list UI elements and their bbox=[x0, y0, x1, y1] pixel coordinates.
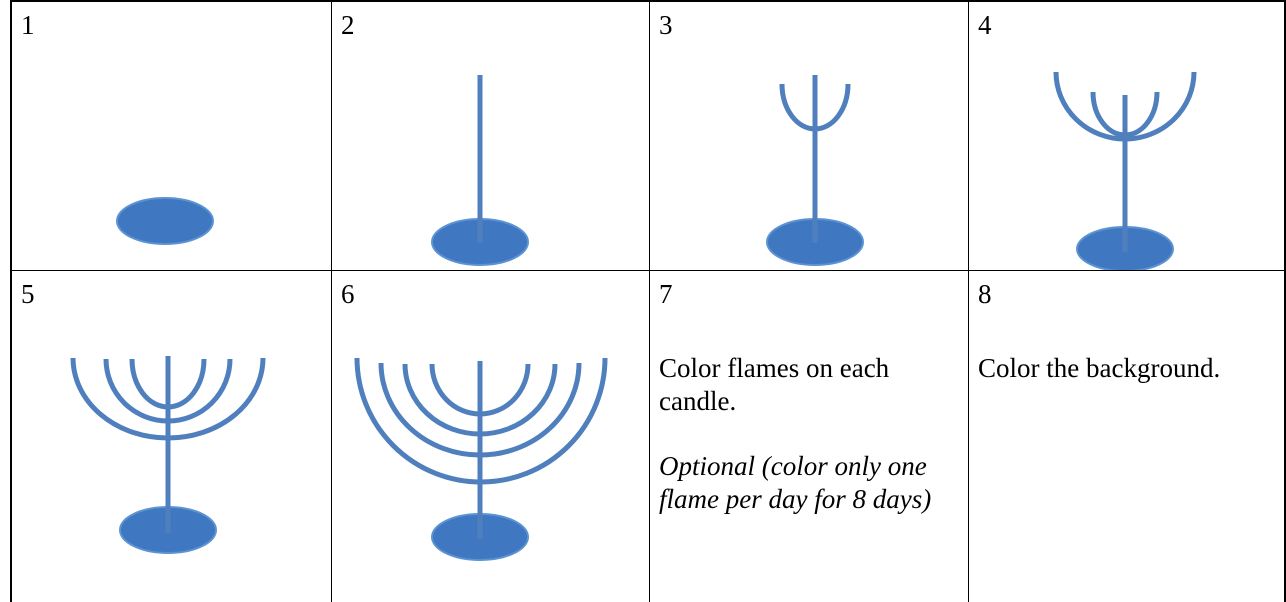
menorah-step-6-icon bbox=[354, 357, 608, 561]
step-number: 1 bbox=[21, 10, 35, 40]
step-cell-4: 4 bbox=[969, 2, 1284, 270]
step-number: 6 bbox=[341, 279, 355, 309]
menorah-step-4-icon bbox=[1053, 71, 1197, 270]
step-number: 8 bbox=[978, 279, 992, 309]
step-number: 2 bbox=[341, 10, 355, 40]
step-cell-1: 1 bbox=[12, 2, 331, 270]
menorah-step-3-icon bbox=[766, 75, 864, 266]
step-cell-2: 2 bbox=[332, 2, 649, 270]
step-cell-5: 5 bbox=[12, 271, 331, 602]
step-cell-3: 3 bbox=[650, 2, 968, 270]
menorah-step-5-icon bbox=[70, 356, 266, 554]
table-border-right bbox=[1284, 0, 1286, 602]
table-border-middle bbox=[10, 270, 1286, 271]
step-number: 7 bbox=[659, 279, 673, 309]
step-cell-6: 6 bbox=[332, 271, 649, 602]
step-cell-8: 8 Color the background. bbox=[969, 271, 1284, 602]
table-border-left bbox=[10, 0, 12, 602]
table-divider-1 bbox=[331, 0, 332, 602]
step-number: 3 bbox=[659, 10, 673, 40]
table-divider-3 bbox=[968, 0, 969, 602]
table-border-top bbox=[10, 0, 1286, 2]
table-divider-2 bbox=[649, 0, 650, 602]
step-note: Optional (color only one flame per day f… bbox=[659, 451, 932, 514]
step-instruction: Color flames on each candle. bbox=[659, 353, 890, 416]
step-number: 4 bbox=[978, 10, 992, 40]
menorah-step-2-icon bbox=[431, 75, 529, 266]
menorah-base bbox=[116, 197, 214, 245]
step-cell-7: 7 Color flames on each candle. Optional … bbox=[650, 271, 968, 602]
step-number: 5 bbox=[21, 279, 35, 309]
step-instruction: Color the background. bbox=[978, 353, 1221, 383]
menorah-step-1-icon bbox=[116, 197, 214, 245]
